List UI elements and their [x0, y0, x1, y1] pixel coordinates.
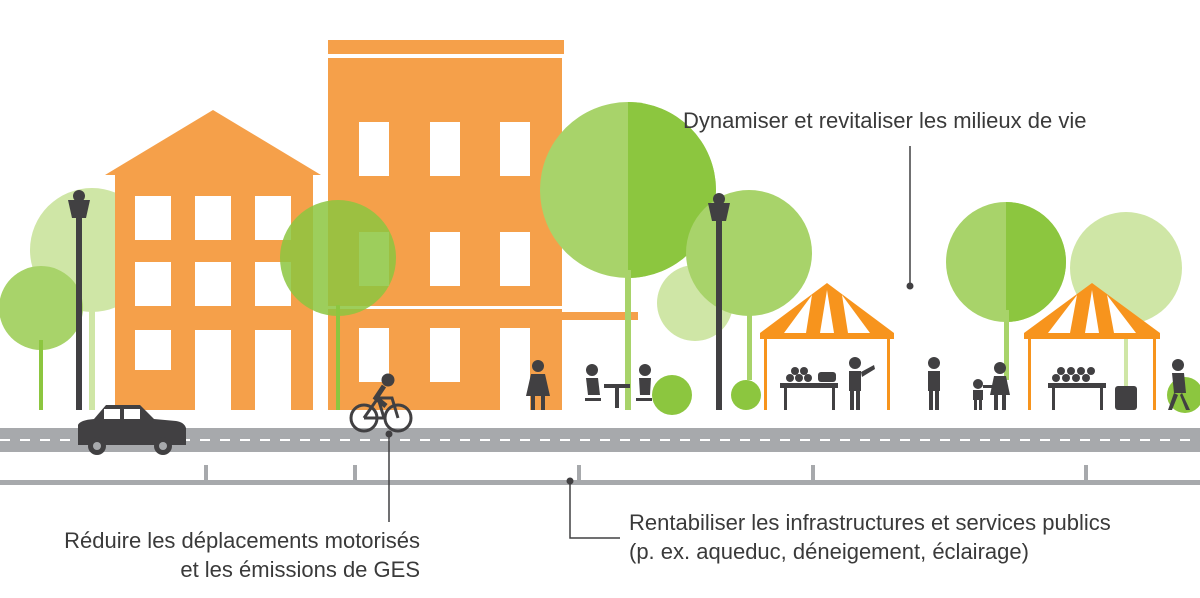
bush — [731, 380, 761, 410]
leader-lines — [388, 146, 911, 539]
trash-bin-icon — [1115, 386, 1137, 410]
tree-icon — [686, 190, 812, 316]
label-reduce-line1: Réduire les déplacements motorisés — [64, 528, 420, 553]
label-infra-line1: Rentabiliser les infrastructures et serv… — [629, 510, 1111, 535]
person-icon — [983, 362, 1010, 410]
tree-icon — [0, 266, 83, 350]
market-tent-icon — [1024, 283, 1160, 410]
car-icon — [78, 405, 186, 455]
picnic-table-icon — [585, 364, 652, 408]
road — [0, 428, 1200, 485]
tree-icon — [280, 200, 396, 316]
bicycle-icon — [349, 373, 413, 433]
person-icon — [973, 379, 983, 410]
person-icon — [1168, 359, 1190, 410]
person-icon — [526, 360, 550, 410]
person-icon — [928, 357, 940, 410]
bush — [652, 375, 692, 415]
label-infrastructure: Rentabiliser les infrastructures et serv… — [629, 508, 1111, 566]
market-tent-icon — [760, 283, 894, 410]
label-reduce-travel: Réduire les déplacements motorisés et le… — [64, 526, 420, 584]
building-icon — [105, 110, 321, 410]
street-lamp-icon — [708, 193, 730, 410]
label-reduce-line2: et les émissions de GES — [180, 557, 420, 582]
street-lamp-icon — [68, 190, 90, 410]
label-infra-line2: (p. ex. aqueduc, déneigement, éclairage) — [629, 539, 1029, 564]
person-icon — [849, 357, 875, 410]
label-revitalize-text: Dynamiser et revitaliser les milieux de … — [683, 108, 1087, 133]
label-revitalize: Dynamiser et revitaliser les milieux de … — [683, 106, 1086, 135]
